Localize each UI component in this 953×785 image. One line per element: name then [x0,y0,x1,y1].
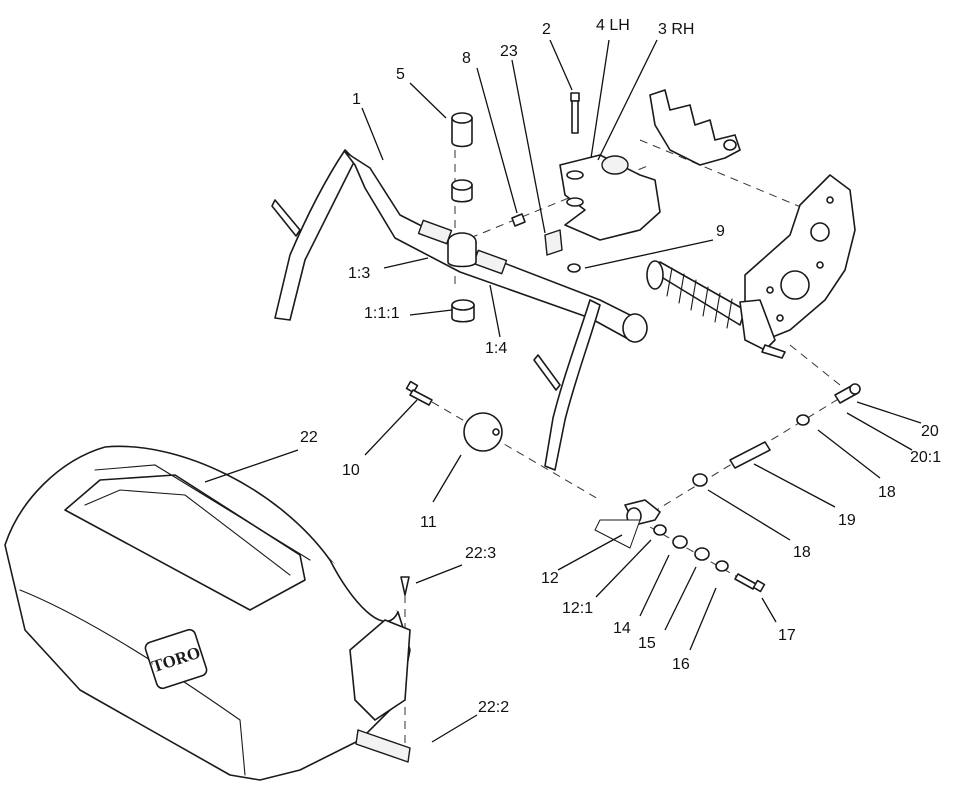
pad-23 [544,229,563,256]
callout-1-3: 1:3 [348,265,370,282]
washer-16 [715,560,729,572]
callout-1: 1 [352,91,361,108]
spacer-15 [672,535,688,549]
screw-22-3 [400,576,410,596]
callout-20: 20 [921,423,939,440]
spacer-15b [694,547,710,561]
bolt-17 [734,573,766,593]
bushing-1-1-1 [451,299,475,323]
callout-18-lower: 18 [793,544,811,561]
callout-17: 17 [778,627,796,644]
spring-assembly [646,260,786,359]
callout-22-3: 22:3 [465,545,496,562]
callout-9: 9 [716,223,725,240]
bolt-10 [405,380,433,406]
pivot-hub [447,232,477,268]
leader-lines [204,39,922,743]
frame-yoke [271,149,648,471]
callout-labels: 1 5 8 23 2 4 LH 3 RH 9 1:3 1:1:1 1:4 10 … [300,17,941,716]
nut-18-upper [796,414,810,426]
callout-10: 10 [342,462,360,479]
callout-1-4: 1:4 [485,340,507,357]
callout-18-upper: 18 [878,484,896,501]
callout-5: 5 [396,66,405,83]
spacer-14 [653,524,667,536]
grease-fitting-8 [511,213,526,227]
stud-19 [729,441,771,469]
callout-23: 23 [500,43,518,60]
bolt-2 [570,92,580,134]
callout-19: 19 [838,512,856,529]
callout-4-lh: 4 LH [596,17,630,34]
stud-12-1 [594,519,641,549]
callout-12: 12 [541,570,559,587]
bushing-5 [451,112,473,148]
nut-9 [567,263,581,273]
ball-knob-11 [463,412,503,452]
nut-18-lower [692,473,708,487]
callout-3-rh: 3 RH [658,21,694,38]
callout-2: 2 [542,21,551,38]
callout-20-1: 20:1 [910,449,941,466]
pivot-bracket [559,154,661,241]
callout-16: 16 [672,656,690,673]
callout-1-1-1: 1:1:1 [364,305,400,322]
bracket-22-2 [355,729,411,763]
connector-20 [834,383,861,404]
callout-22-2: 22:2 [478,699,509,716]
callout-22: 22 [300,429,318,446]
callout-14: 14 [613,620,631,637]
hood-22: TORO [4,445,411,781]
upper-mount-brackets [649,89,741,166]
callout-15: 15 [638,635,656,652]
callout-8: 8 [462,50,471,67]
callout-11: 11 [420,514,437,531]
bushing-upper [451,179,473,203]
callout-12-1: 12:1 [562,600,593,617]
